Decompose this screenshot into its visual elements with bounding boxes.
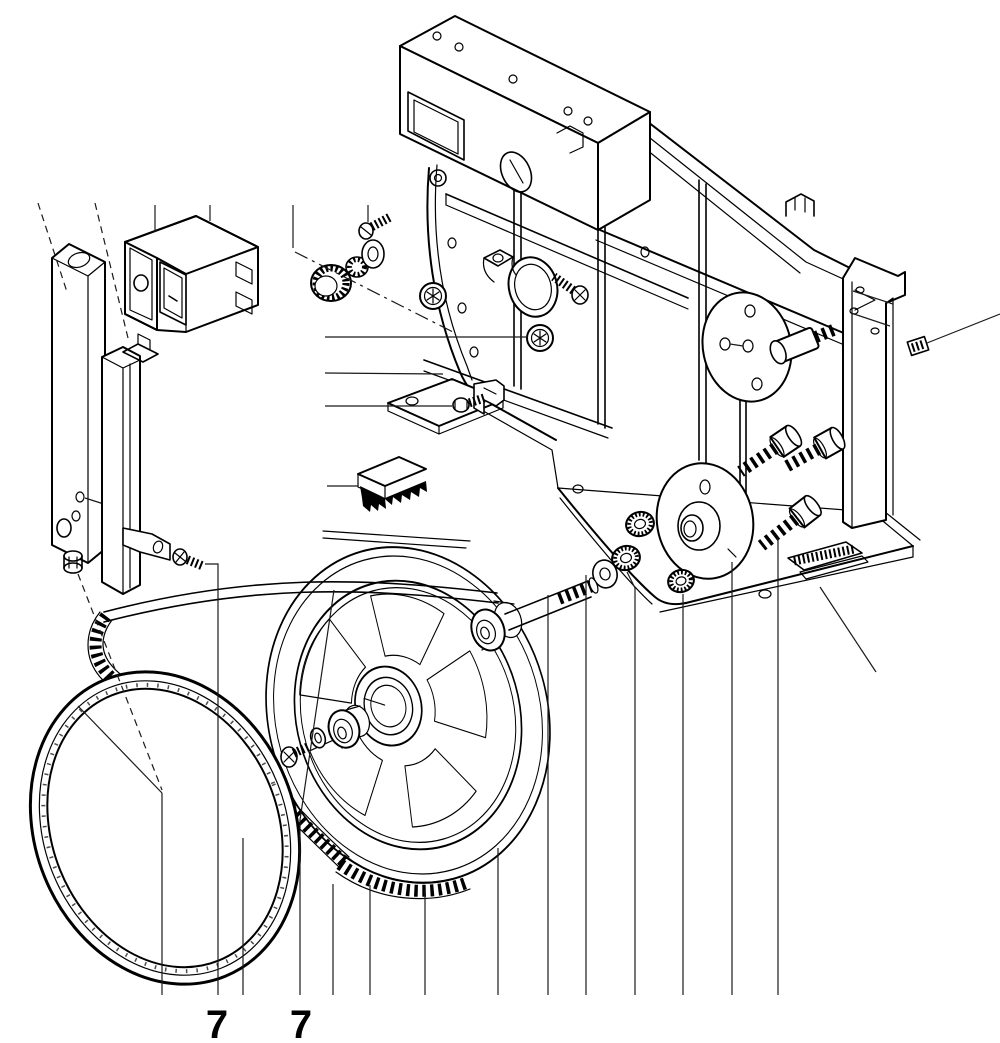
wheel-screw — [280, 741, 312, 768]
belt-bottom-wrap — [335, 854, 471, 900]
right-parts — [592, 291, 930, 594]
knurled-spacer — [345, 256, 369, 278]
switch-off-symbol — [133, 274, 149, 292]
rivet-holes — [432, 31, 593, 126]
right-post — [842, 257, 906, 529]
rocker-switch — [124, 215, 259, 333]
knurled-knob — [310, 264, 352, 302]
lock-nut — [63, 550, 83, 574]
rocker-button — [159, 261, 187, 326]
set-screw — [906, 335, 930, 357]
frame-assembly — [322, 15, 921, 613]
callout-label-7-right: 7 — [290, 1003, 312, 1043]
left-parts — [51, 215, 259, 595]
cleaning-brush — [327, 456, 427, 512]
cap-screw-1 — [737, 424, 803, 477]
flange-nut-2 — [611, 544, 641, 572]
axle-assembly — [280, 577, 599, 768]
wheel-tire — [28, 670, 302, 986]
wheel-hub-bore — [354, 665, 423, 747]
channel-bracket — [101, 333, 171, 595]
bracket-screw — [172, 548, 206, 571]
display-slot — [407, 91, 465, 161]
square-bar-post — [51, 243, 108, 564]
torx-screw-left — [419, 282, 447, 310]
callout-label-7-left: 7 — [206, 1003, 228, 1043]
bearing-housing — [470, 600, 523, 652]
rail-notch — [785, 193, 815, 217]
shoulder-bolt — [769, 322, 840, 365]
switch-on-symbol — [168, 295, 178, 302]
cap-screw-2 — [780, 426, 846, 474]
switch-terminals — [235, 261, 253, 315]
control-box — [399, 15, 651, 231]
cap-screw-3 — [757, 494, 822, 551]
band-wheel — [265, 546, 551, 884]
flange-nut-1 — [625, 510, 655, 538]
motor-hub — [655, 462, 755, 580]
wheel-spoke-windows — [299, 593, 488, 828]
belt-top-run — [103, 581, 498, 613]
slide-bracket — [787, 541, 869, 580]
axle-shaft — [504, 577, 599, 631]
torx-screw-right — [526, 324, 554, 352]
oval-hole — [499, 151, 533, 193]
wheel-washer — [309, 727, 327, 749]
callout-leader-lines — [37, 202, 1000, 995]
wheel-front-bearing — [327, 704, 371, 749]
fastener-group-top — [294, 213, 589, 512]
z-bracket-bolt — [452, 379, 505, 415]
callout-labels: 7 7 — [206, 1003, 312, 1043]
flange-nut-3 — [667, 568, 695, 594]
flat-washer — [361, 239, 385, 269]
pan-head-screw — [358, 213, 392, 240]
axle-washer — [592, 559, 618, 589]
